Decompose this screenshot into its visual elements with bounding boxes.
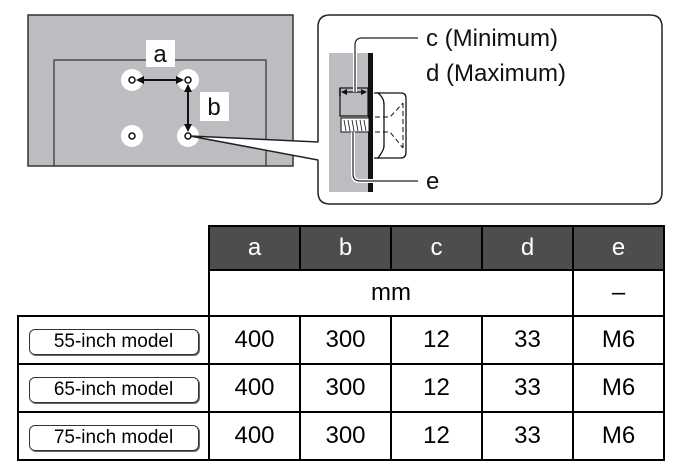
label-b: b bbox=[207, 94, 220, 121]
cell-a: 400 bbox=[208, 363, 301, 413]
cell-b: 300 bbox=[299, 363, 392, 413]
label-d-maximum: d (Maximum) bbox=[426, 60, 566, 87]
cell-a: 400 bbox=[208, 411, 301, 461]
header-c: c bbox=[390, 225, 483, 271]
table-row: 75-inch model 400 300 12 33 M6 bbox=[17, 411, 665, 461]
label-c-minimum: c (Minimum) bbox=[426, 25, 558, 52]
cell-e: M6 bbox=[572, 411, 665, 461]
cell-d: 33 bbox=[481, 363, 574, 413]
unit-row: mm – bbox=[18, 269, 665, 317]
header-d: d bbox=[481, 225, 574, 271]
cell-c: 12 bbox=[390, 411, 483, 461]
model-label: 75-inch model bbox=[28, 424, 199, 451]
model-label: 55-inch model bbox=[28, 328, 199, 355]
header-a: a bbox=[208, 225, 301, 271]
mount-cross-section bbox=[329, 36, 418, 192]
unit-e: – bbox=[572, 269, 665, 317]
header-e: e bbox=[572, 225, 665, 271]
cell-b: 300 bbox=[299, 411, 392, 461]
callout-bubble bbox=[189, 14, 663, 205]
cell-c: 12 bbox=[390, 315, 483, 365]
mount-spec-table: a b c d e mm – 55-inch model 400 300 12 … bbox=[17, 225, 665, 461]
table-row: 65-inch model 400 300 12 33 M6 bbox=[17, 363, 665, 413]
wall-mount-diagram: a b c (Minimum) d (Maximum) e bbox=[27, 14, 663, 205]
cell-b: 300 bbox=[299, 315, 392, 365]
cell-d: 33 bbox=[481, 315, 574, 365]
model-label: 65-inch model bbox=[28, 376, 199, 403]
table-row: 55-inch model 400 300 12 33 M6 bbox=[17, 315, 665, 365]
label-e: e bbox=[426, 168, 439, 195]
cell-d: 33 bbox=[481, 411, 574, 461]
cell-c: 12 bbox=[390, 363, 483, 413]
unit-mm: mm bbox=[208, 269, 574, 317]
cell-e: M6 bbox=[572, 315, 665, 365]
header-b: b bbox=[299, 225, 392, 271]
mount-holes bbox=[121, 69, 199, 147]
label-a: a bbox=[153, 41, 167, 68]
header-row: a b c d e bbox=[18, 225, 665, 271]
cell-e: M6 bbox=[572, 363, 665, 413]
cell-a: 400 bbox=[208, 315, 301, 365]
